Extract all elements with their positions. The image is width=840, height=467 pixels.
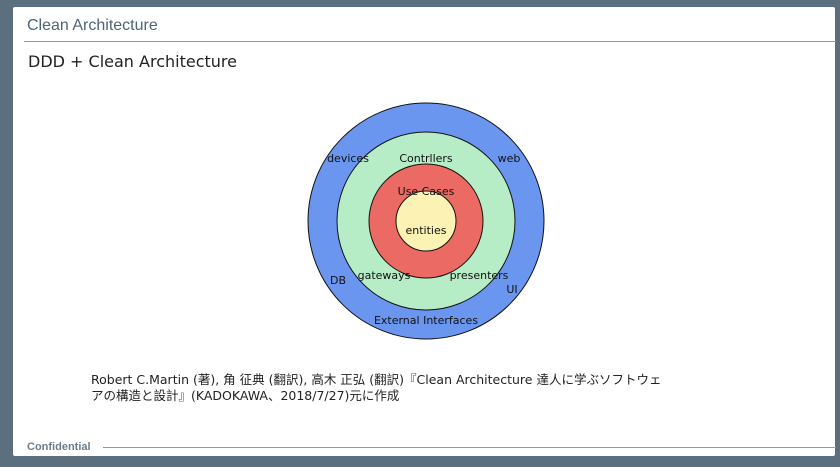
label-presenters: presenters [450, 269, 509, 282]
citation-line-2: アの構造と設計』(KADOKAWA、2018/7/27)元に作成 [91, 388, 400, 403]
slide-subtitle: DDD + Clean Architecture [28, 52, 237, 71]
ring-entities [395, 190, 457, 252]
label-ui: UI [506, 283, 517, 296]
clean-architecture-diagram: devices web DB UI External Interfaces Co… [253, 69, 599, 355]
label-devices: devices [327, 152, 369, 165]
label-db: DB [330, 274, 346, 287]
onion-diagram-svg: devices web DB UI External Interfaces Co… [307, 102, 545, 340]
slide-header-title: Clean Architecture [27, 17, 158, 34]
label-gateways: gateways [358, 269, 411, 282]
citation-caption: Robert C.Martin (著), 角 征典 (翻訳), 高木 正弘 (翻… [91, 372, 741, 404]
label-use-cases: Use Cases [398, 185, 455, 198]
label-external-interfaces: External Interfaces [374, 314, 478, 327]
footer-divider [103, 447, 836, 448]
citation-line-1: Robert C.Martin (著), 角 征典 (翻訳), 高木 正弘 (翻… [91, 372, 662, 387]
slide: Clean Architecture DDD + Clean Architect… [13, 7, 836, 456]
label-entities: entities [406, 224, 447, 237]
label-web: web [498, 152, 521, 165]
label-controllers: Contrllers [399, 152, 453, 165]
header-divider [24, 41, 836, 42]
footer-confidential-label: Confidential [27, 441, 91, 453]
